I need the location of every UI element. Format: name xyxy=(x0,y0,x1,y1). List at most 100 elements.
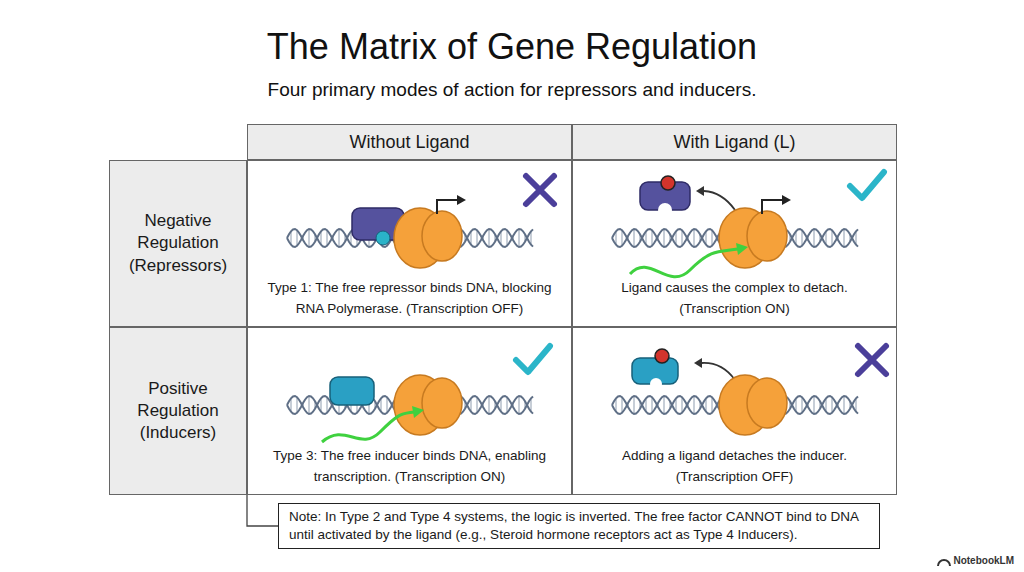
base-pair xyxy=(693,396,694,414)
base-pair xyxy=(633,229,634,247)
base-pair xyxy=(855,398,856,411)
base-pair xyxy=(699,234,700,241)
base-pair xyxy=(344,234,345,241)
base-pair xyxy=(302,403,303,407)
leader-line xyxy=(247,495,278,526)
base-pair xyxy=(302,236,303,240)
base-pair xyxy=(807,236,808,240)
base-pair xyxy=(651,397,652,413)
dna-strand xyxy=(612,229,858,247)
base-pair xyxy=(398,229,399,247)
rna-polymerase xyxy=(719,375,771,435)
base-pair xyxy=(392,403,393,407)
check-mark xyxy=(850,172,884,198)
base-pair xyxy=(795,398,796,411)
base-pair xyxy=(470,398,471,411)
base-pair xyxy=(488,396,489,414)
node-text: Type 3: The free inducer binds DNA, enab… xyxy=(256,445,563,488)
base-pair xyxy=(428,229,429,247)
rna-polymerase xyxy=(719,208,771,268)
base-pair xyxy=(639,234,640,241)
base-pair xyxy=(783,396,784,414)
base-pair xyxy=(717,403,718,407)
arrow-head xyxy=(782,195,791,205)
base-pair xyxy=(663,396,664,414)
base-pair xyxy=(831,230,832,246)
base-pair xyxy=(759,401,760,408)
dna-strand xyxy=(287,229,533,247)
base-pair xyxy=(639,401,640,408)
base-pair xyxy=(362,403,363,407)
base-pair xyxy=(771,230,772,246)
base-pair xyxy=(350,231,351,244)
base-pair xyxy=(627,236,628,240)
base-pair xyxy=(452,403,453,407)
base-pair xyxy=(723,229,724,247)
arrow-head xyxy=(694,358,702,368)
base-pair xyxy=(410,398,411,411)
base-pair xyxy=(356,397,357,413)
base-pair xyxy=(434,401,435,408)
base-pair xyxy=(482,236,483,240)
base-pair xyxy=(681,397,682,413)
base-pair xyxy=(524,401,525,408)
base-pair xyxy=(837,403,838,407)
base-pair xyxy=(675,398,676,411)
node-text: Positive Regulation (Inducers) xyxy=(116,378,240,444)
arrow-head xyxy=(412,406,424,418)
cross-mark xyxy=(858,346,886,374)
base-pair xyxy=(410,231,411,244)
base-pair xyxy=(518,229,519,247)
node-text: Negative Regulation (Repressors) xyxy=(116,210,240,276)
base-pair xyxy=(663,229,664,247)
base-pair xyxy=(464,401,465,408)
base-pair xyxy=(290,231,291,244)
base-pair xyxy=(807,403,808,407)
detach-arrow xyxy=(704,191,735,210)
base-pair xyxy=(416,230,417,246)
diagram-subtitle: Four primary modes of action for repress… xyxy=(0,79,1024,101)
base-pair xyxy=(326,230,327,246)
base-pair xyxy=(386,230,387,246)
note-box: Note: In Type 2 and Type 4 systems, the … xyxy=(278,503,880,549)
promoter-arrow xyxy=(762,200,782,214)
base-pair xyxy=(855,231,856,244)
inducer-protein xyxy=(632,358,678,384)
base-pair xyxy=(440,398,441,411)
ligand xyxy=(661,176,675,190)
rna-polymerase xyxy=(422,211,462,261)
rna-polymerase xyxy=(747,211,787,261)
dna-strand xyxy=(287,396,533,414)
base-pair xyxy=(422,403,423,407)
base-pair xyxy=(669,401,670,408)
base-pair xyxy=(308,229,309,247)
row-header: Negative Regulation (Repressors) xyxy=(109,160,247,327)
base-pair xyxy=(753,229,754,247)
base-pair xyxy=(506,397,507,413)
base-pair xyxy=(669,234,670,241)
dna-helix xyxy=(612,396,858,414)
base-pair xyxy=(326,397,327,413)
base-pair xyxy=(494,234,495,241)
repressor-protein xyxy=(640,182,690,210)
base-pair xyxy=(657,236,658,240)
base-pair xyxy=(458,229,459,247)
base-pair xyxy=(506,230,507,246)
dna-strand xyxy=(612,396,858,414)
base-pair xyxy=(777,403,778,407)
base-pair xyxy=(356,230,357,246)
base-pair xyxy=(801,397,802,413)
base-pair xyxy=(422,236,423,240)
base-pair xyxy=(813,396,814,414)
base-pair xyxy=(368,229,369,247)
base-pair xyxy=(332,236,333,240)
base-pair xyxy=(771,397,772,413)
diagram-title: The Matrix of Gene Regulation xyxy=(0,26,1024,68)
base-pair xyxy=(723,396,724,414)
arrow-head xyxy=(736,243,748,255)
base-pair xyxy=(843,396,844,414)
rna-polymerase xyxy=(394,208,446,268)
base-pair xyxy=(416,397,417,413)
inducer-protein xyxy=(330,377,374,405)
